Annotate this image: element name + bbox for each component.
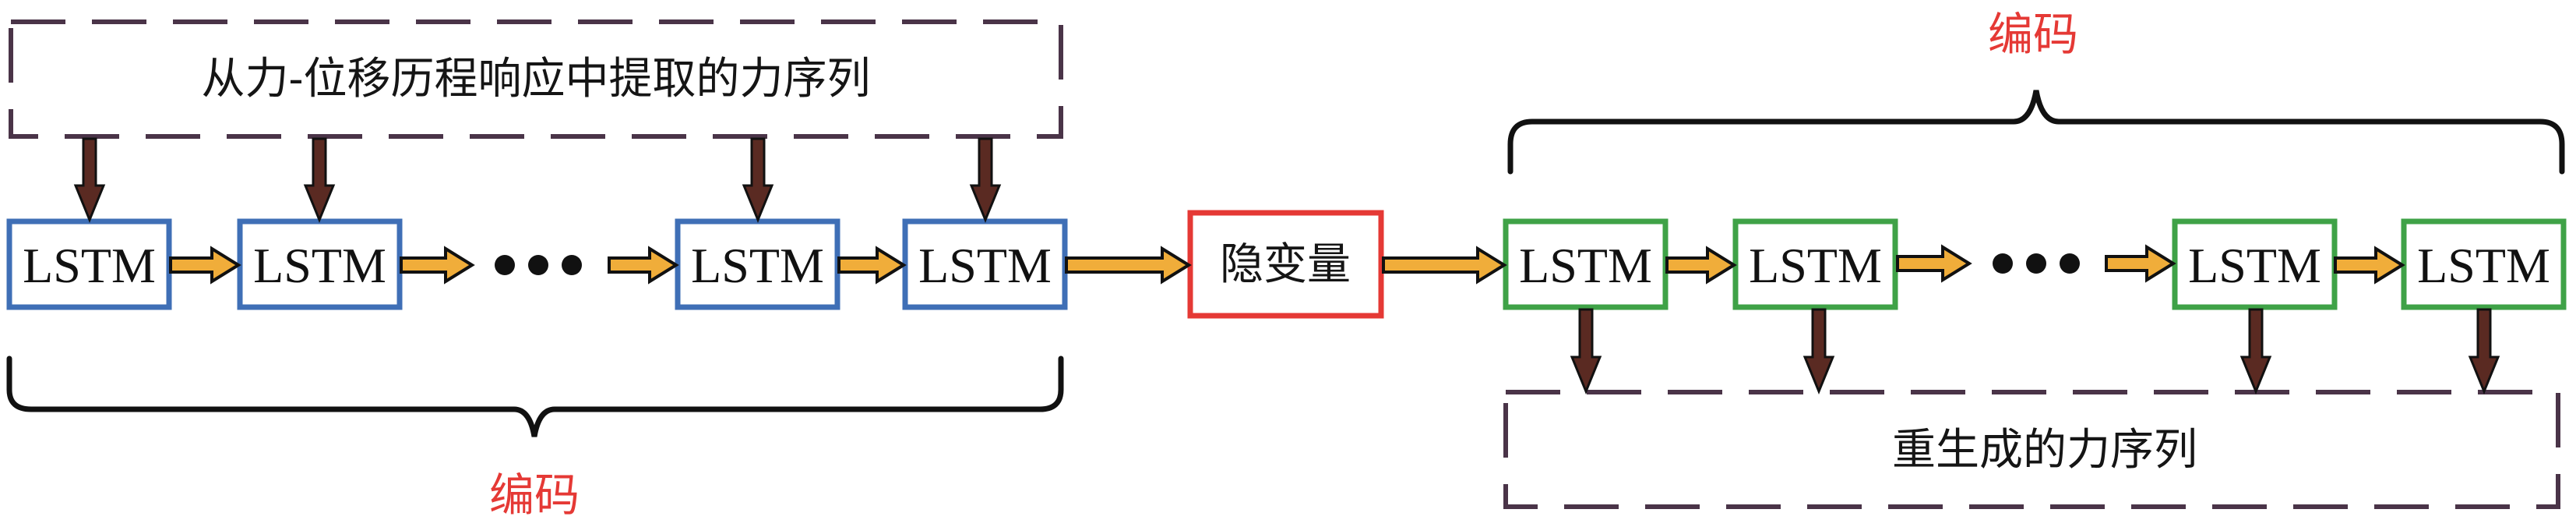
ellipsis-dot bbox=[528, 255, 548, 275]
flow-arrow-icon bbox=[169, 246, 241, 285]
encoder-lstm-cell-label: LSTM bbox=[691, 238, 824, 293]
decoder-lstm-cell-border bbox=[1503, 218, 1669, 310]
ellipsis-dot bbox=[562, 255, 582, 275]
output-down-arrow-icon bbox=[2468, 308, 2500, 394]
encoder-lstm-cell-label: LSTM bbox=[23, 238, 156, 293]
input-sequence-label: 从力-位移历程响应中提取的力序列 bbox=[202, 54, 871, 104]
encoder-lstm-cell: LSTM bbox=[902, 218, 1068, 310]
flow-arrow-icon bbox=[837, 246, 907, 285]
flow-arrow-icon bbox=[1896, 244, 1972, 283]
ellipsis-dot bbox=[1993, 253, 2013, 274]
encoder-lstm-cell: LSTM bbox=[675, 218, 840, 310]
output-down-arrow-icon bbox=[1802, 308, 1835, 394]
ellipsis-dot bbox=[2026, 253, 2046, 274]
decoder-lstm-cell: LSTM bbox=[2401, 218, 2567, 310]
flow-arrow-icon bbox=[400, 246, 475, 285]
decoder-lstm-cell-border bbox=[2172, 218, 2338, 310]
ellipsis-dot bbox=[495, 255, 515, 275]
decoder-brace-label: 编码 bbox=[1988, 8, 2078, 61]
decoder-lstm-cell-label: LSTM bbox=[1749, 238, 1882, 293]
input-down-arrow-icon bbox=[73, 137, 106, 223]
decoder-lstm-cell-label: LSTM bbox=[2188, 238, 2321, 293]
output-down-arrow-icon bbox=[1570, 308, 1602, 394]
flow-arrow-icon bbox=[2105, 244, 2176, 283]
latent-variable-box bbox=[1187, 210, 1384, 319]
flow-arrow-icon bbox=[1665, 246, 1737, 285]
latent-variable-label: 隐变量 bbox=[1220, 239, 1351, 290]
flow-arrow-icon bbox=[1065, 246, 1192, 285]
encoder-ellipsis bbox=[495, 255, 582, 275]
encoder-brace-label: 编码 bbox=[489, 469, 580, 522]
output-down-arrow-icon bbox=[2239, 308, 2272, 394]
decoder-lstm-cell: LSTM bbox=[2172, 218, 2338, 310]
encoder-lstm-cell-label: LSTM bbox=[253, 238, 386, 293]
input-down-arrow-icon bbox=[969, 137, 1002, 223]
input-down-arrow-icon bbox=[742, 137, 774, 223]
encoder-lstm-cell-label: LSTM bbox=[918, 238, 1052, 293]
encoder-brace bbox=[6, 355, 1064, 437]
encoder-lstm-cell: LSTM bbox=[237, 218, 403, 310]
decoder-brace bbox=[1507, 90, 2565, 175]
decoder-lstm-cell-label: LSTM bbox=[2417, 238, 2550, 293]
decoder-lstm-cell: LSTM bbox=[1732, 218, 1898, 310]
input-sequence-box bbox=[9, 19, 1063, 139]
input-down-arrow-icon bbox=[303, 137, 336, 223]
flow-arrow-icon bbox=[1382, 246, 1507, 285]
flow-arrow-icon bbox=[2334, 246, 2405, 285]
output-sequence-label: 重生成的力序列 bbox=[1892, 425, 2197, 476]
flow-arrow-icon bbox=[608, 246, 679, 285]
decoder-lstm-cell-label: LSTM bbox=[1519, 238, 1652, 293]
decoder-lstm-cell-border bbox=[2401, 218, 2567, 310]
decoder-lstm-cell: LSTM bbox=[1503, 218, 1669, 310]
decoder-ellipsis bbox=[1993, 253, 2080, 274]
output-sequence-box bbox=[1503, 390, 2560, 509]
ellipsis-dot bbox=[2060, 253, 2080, 274]
encoder-lstm-cell: LSTM bbox=[6, 218, 172, 310]
